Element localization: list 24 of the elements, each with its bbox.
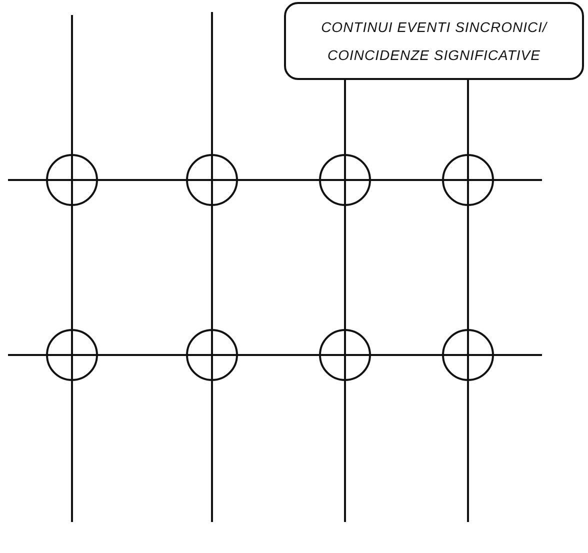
- grid-line: [71, 205, 73, 330]
- grid-line: [237, 179, 320, 181]
- label-box: [284, 2, 584, 80]
- grid-line: [211, 12, 213, 155]
- grid-line: [467, 205, 469, 330]
- grid-line: [370, 179, 443, 181]
- grid-line: [211, 380, 213, 522]
- grid-line: [71, 380, 73, 522]
- grid-line: [344, 205, 346, 330]
- grid-line: [211, 205, 213, 330]
- grid-line: [467, 80, 469, 155]
- grid-line: [344, 80, 346, 155]
- grid-line: [97, 354, 187, 356]
- grid-line: [493, 354, 542, 356]
- grid-line: [8, 354, 47, 356]
- grid-line: [97, 179, 187, 181]
- grid-line: [8, 179, 47, 181]
- grid-line: [237, 354, 320, 356]
- grid-line: [370, 354, 443, 356]
- grid-line: [467, 380, 469, 522]
- box-text: CONTINUI EVENTI SINCRONICI/ COINCIDENZE SIGNIFICATIVE: [320, 18, 548, 65]
- grid-line: [344, 380, 346, 522]
- grid-line: [493, 179, 542, 181]
- grid-line: [71, 15, 73, 155]
